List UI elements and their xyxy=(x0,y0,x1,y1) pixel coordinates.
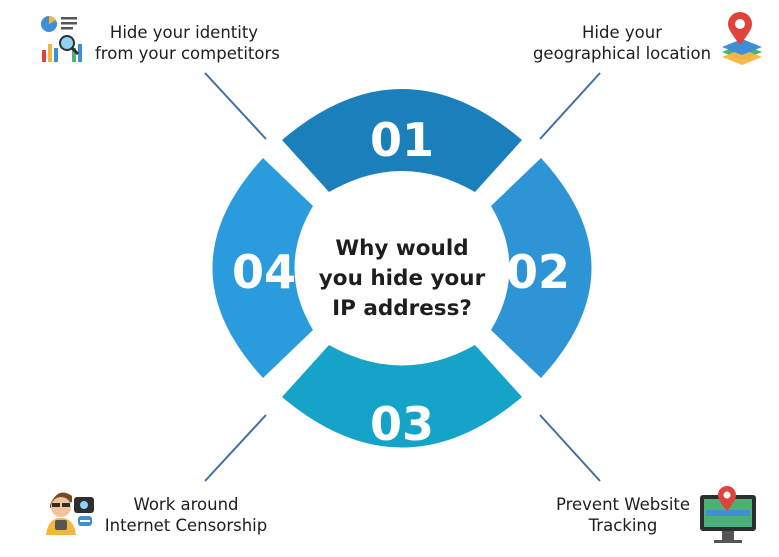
connector-line-1 xyxy=(204,72,267,140)
connector-line-4 xyxy=(204,414,267,482)
reason-label-censorship: Work around Internet Censorship xyxy=(102,494,270,536)
segment-02 xyxy=(491,158,592,378)
connector-line-2 xyxy=(539,72,601,140)
person-chat-icon xyxy=(46,492,94,535)
reason-label-censorship-line-2: Internet Censorship xyxy=(104,516,268,535)
monitor-location-icon xyxy=(700,486,756,543)
reason-label-tracking-line-1: Prevent Website xyxy=(555,495,691,514)
reason-label-tracking: Prevent Website Tracking xyxy=(552,494,694,536)
analytics-search-icon xyxy=(41,15,82,62)
segment-number-01: 01 xyxy=(370,113,434,167)
segment-03 xyxy=(282,345,522,448)
reason-label-location-line-1: Hide your xyxy=(582,23,662,42)
segment-01 xyxy=(282,89,522,192)
reason-label-tracking-line-2: Tracking xyxy=(588,516,658,535)
reason-label-identity: Hide your identity from your competitors xyxy=(95,22,280,64)
reason-label-identity-line-2: from your competitors xyxy=(95,44,280,63)
segment-04 xyxy=(212,158,313,378)
reason-label-censorship-line-1: Work around xyxy=(133,495,239,514)
center-question-line-3: IP address? xyxy=(332,296,472,321)
center-question-line-2: you hide your xyxy=(319,266,486,291)
segment-number-02: 02 xyxy=(506,245,570,299)
reason-label-location-line-2: geographical location xyxy=(532,44,712,63)
segment-number-04: 04 xyxy=(232,245,296,299)
reason-label-identity-line-1: Hide your identity xyxy=(109,23,259,42)
reason-label-location: Hide your geographical location xyxy=(530,22,714,64)
map-pin-icon xyxy=(722,12,762,65)
connector-line-3 xyxy=(539,414,601,482)
center-question-line-1: Why would xyxy=(335,236,468,261)
segment-number-03: 03 xyxy=(370,397,434,451)
